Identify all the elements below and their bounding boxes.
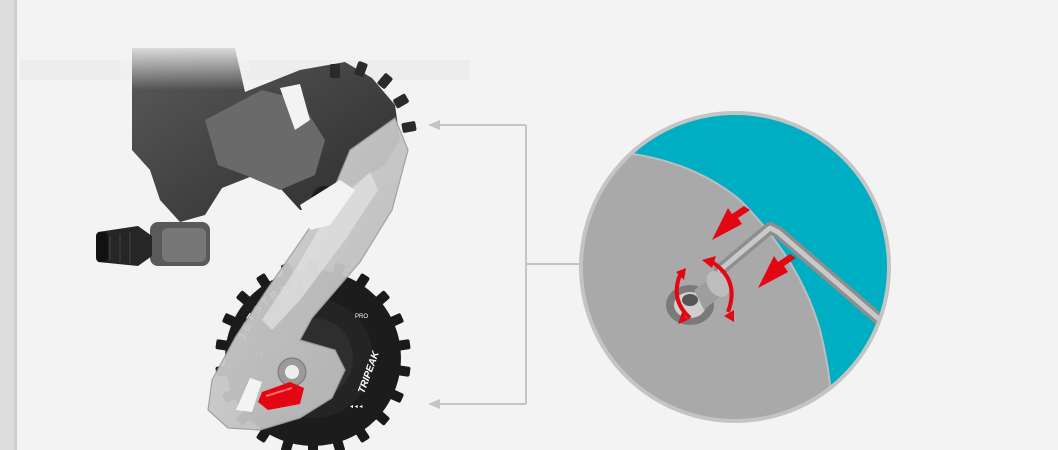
sprocket-pro-text: PRO (355, 314, 368, 320)
svg-text:◂ ◂ ◂: ◂ ◂ ◂ (350, 404, 362, 410)
arrow-left-icon (428, 120, 440, 130)
callout-connector (432, 125, 582, 404)
detail-callout-circle (580, 110, 900, 430)
arrow-left-icon (428, 399, 440, 409)
